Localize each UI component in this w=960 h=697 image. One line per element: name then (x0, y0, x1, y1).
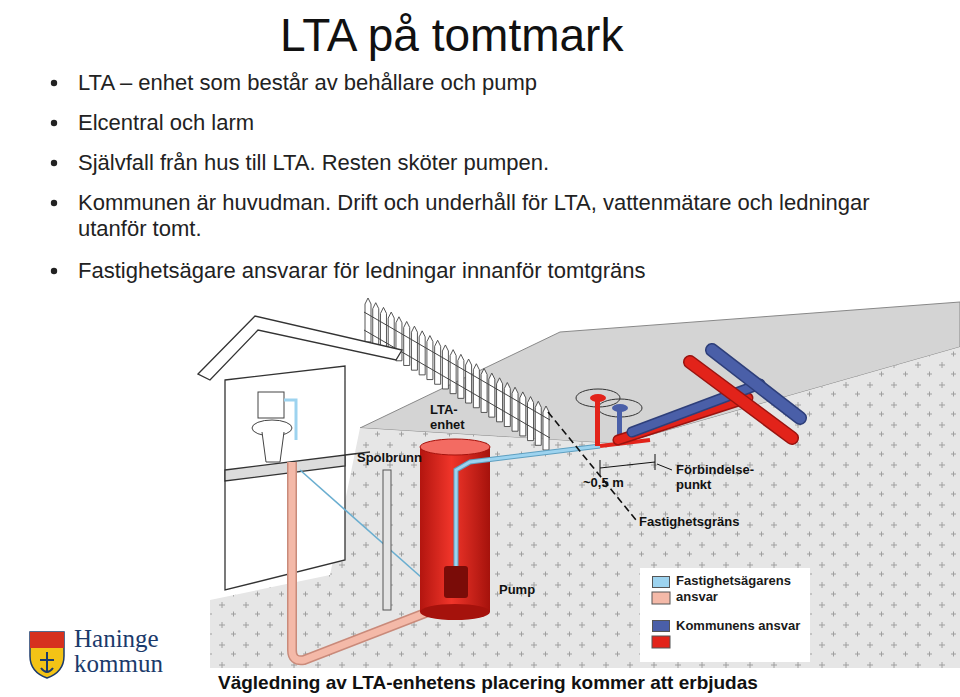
fence-picket (411, 326, 417, 370)
logo-text: Haninge kommun (74, 626, 186, 676)
fence (364, 298, 550, 450)
water-pipe (284, 400, 296, 440)
fence-picket (481, 368, 487, 412)
bullet-text: Elcentral och larm (78, 110, 254, 136)
lta-tank-top (420, 439, 490, 455)
legend-swatch-extra (652, 636, 670, 648)
part-label: LTA-enhet (430, 402, 478, 433)
house-roof (198, 316, 402, 380)
fence-picket (512, 387, 518, 431)
toilet (252, 392, 292, 462)
part-label: Pump (499, 582, 535, 597)
bullet-dot (51, 80, 57, 86)
fence-picket (442, 345, 448, 389)
toilet-base (262, 432, 284, 462)
legend-text: Fastighetsägarens ansvar (676, 573, 804, 604)
leader-line (657, 464, 672, 470)
sewer-pipe (292, 462, 428, 660)
fence-picket (520, 392, 526, 436)
cable (300, 470, 430, 585)
bullet-text: Fastighetsägare ansvarar för ledningar i… (78, 258, 645, 284)
fence-picket (497, 378, 503, 422)
toilet-tank (258, 392, 284, 418)
slide-title: LTA på tomtmark (280, 8, 623, 62)
fence-picket (373, 303, 379, 347)
main-water (712, 350, 800, 418)
house-wall (225, 366, 345, 590)
fence-picket (419, 331, 425, 375)
fence-picket (466, 359, 472, 403)
bullet-dot (51, 160, 57, 166)
caption: Vägledning av LTA-enhetens placering kom… (218, 672, 758, 694)
legend-swatch (652, 620, 670, 632)
fence-picket (535, 401, 541, 445)
sewer-pipe-outline (292, 462, 428, 660)
bullet-text: Självfall från hus till LTA. Resten sköt… (78, 150, 549, 176)
shield-top (30, 632, 64, 648)
flushing-well (383, 470, 391, 610)
pump (444, 566, 468, 598)
fence-picket (528, 397, 534, 441)
bullet-dot (51, 120, 57, 126)
caption-bar (200, 668, 960, 697)
anchor (40, 652, 54, 672)
dimension-line (600, 454, 655, 476)
lta-tank-bottom (420, 604, 490, 620)
pressure-pipe-outline (456, 446, 600, 566)
valve-cap (612, 404, 628, 412)
fence-picket (427, 336, 433, 380)
main-outline (712, 350, 800, 418)
part-label: Spolbrunn (357, 450, 422, 465)
fence-picket (489, 373, 495, 417)
part-label: Fastighetsgräns (639, 514, 739, 529)
municipal-mains (618, 350, 800, 440)
fence-rail (364, 312, 550, 438)
bullet-dot (51, 268, 57, 274)
part-label: Förbindelse-punkt (676, 462, 776, 493)
fence-picket (365, 298, 371, 342)
bullet-text: Kommunen är huvudman. Drift och underhål… (78, 190, 918, 242)
legend-panel (640, 568, 810, 662)
legend-swatch-extra (652, 592, 670, 604)
fence-picket (450, 350, 456, 394)
bullet-text: LTA – enhet som består av behållare och … (78, 70, 537, 96)
pressure-pipe (456, 446, 600, 566)
bullets (51, 80, 57, 274)
dimension-label: ~0,5 m (583, 475, 624, 490)
house-floor (225, 455, 345, 481)
bullet-dot (51, 200, 57, 206)
legend-swatch (652, 576, 670, 588)
soil-texture (210, 347, 960, 697)
fence-picket (435, 340, 441, 384)
shield (30, 632, 64, 678)
logo-shield (30, 632, 64, 678)
ground-section (210, 347, 960, 697)
fence-picket (458, 354, 464, 398)
valve-cap (590, 394, 606, 402)
legend-text: Kommunens ansvar (676, 618, 804, 634)
fence-picket (404, 321, 410, 365)
fence-picket (504, 383, 510, 427)
valve-rod (595, 398, 600, 446)
fence-picket (473, 364, 479, 408)
